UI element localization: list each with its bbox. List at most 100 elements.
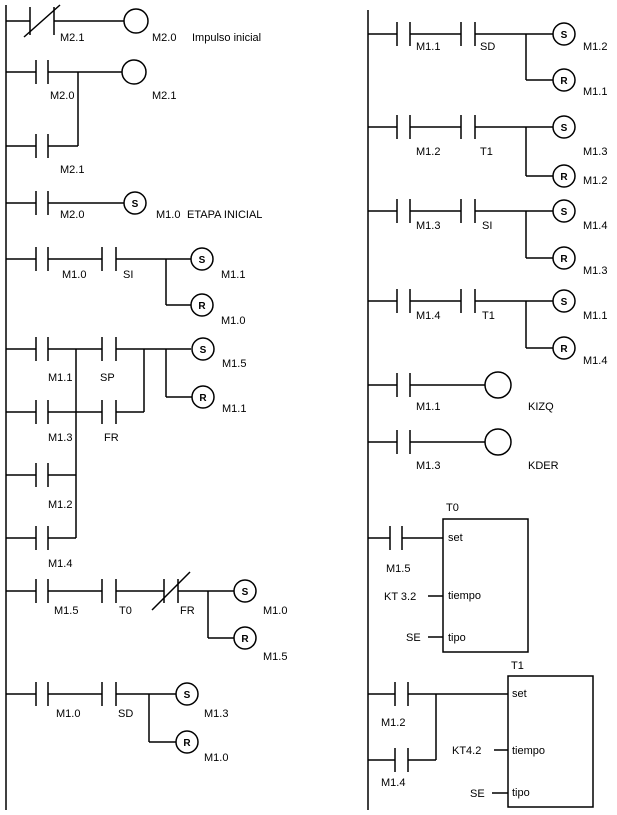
coil-label: M1.0	[221, 315, 245, 327]
coil-letter: S	[199, 255, 206, 266]
coil-letter: S	[184, 690, 191, 701]
contact-label: SI	[482, 220, 492, 232]
coil-letter: S	[561, 123, 568, 134]
rung-right-0: S R M1.1 SD M1.2 M1.1	[368, 22, 607, 98]
contact-label: M1.3	[416, 220, 440, 232]
contact-label: M1.4	[416, 310, 440, 322]
rung-comment: ETAPA INICIAL	[187, 209, 262, 221]
set-coil	[552, 115, 576, 139]
timer-block-t1: T1 M1.2 M1.4 set tiempo tipo KT4.2 SE	[368, 660, 594, 808]
contact-label: FR	[104, 432, 119, 444]
contact-label: SI	[123, 269, 133, 281]
contact-label: M1.1	[48, 372, 72, 384]
timer-set-input: set	[512, 688, 527, 700]
reset-coil	[191, 385, 215, 409]
set-coil	[191, 337, 215, 361]
coil-letter: S	[242, 587, 249, 598]
output-coil	[121, 59, 147, 85]
reset-coil	[552, 164, 576, 188]
coil-letter: S	[561, 207, 568, 218]
coil-letter: S	[200, 345, 207, 356]
set-coil	[190, 247, 214, 271]
coil-label: KDER	[528, 460, 559, 472]
coil-label: M1.4	[583, 355, 607, 367]
contact-label: M1.1	[416, 41, 440, 53]
timer-tipo-input: tipo	[512, 787, 530, 799]
output-coil	[484, 428, 512, 456]
coil-letter: S	[561, 30, 568, 41]
coil-label: M2.1	[152, 90, 176, 102]
contact-label: M1.3	[416, 460, 440, 472]
set-coil	[233, 579, 257, 603]
parallel-contact-label: M2.1	[60, 164, 84, 176]
output-coil	[484, 371, 512, 399]
timer-box	[442, 518, 529, 653]
coil-letter: S	[561, 297, 568, 308]
contact-label: M2.0	[50, 90, 74, 102]
contact-label: SD	[118, 708, 133, 720]
contact-label: SP	[100, 372, 115, 384]
contact-label: M1.4	[48, 558, 72, 570]
contact-label: M2.0	[60, 209, 84, 221]
coil-label: M2.0	[152, 32, 176, 44]
coil-label: M1.0	[263, 605, 287, 617]
contact-label: M1.5	[54, 605, 78, 617]
reset-coil	[175, 730, 199, 754]
rung-right-5: M1.3 KDER	[368, 428, 559, 472]
coil-letter: R	[241, 634, 249, 645]
coil-label: M1.4	[583, 220, 607, 232]
coil-letter: R	[198, 301, 206, 312]
coil-letter: R	[560, 172, 568, 183]
contact-label: T1	[482, 310, 495, 322]
contact-label: M1.5	[386, 563, 410, 575]
rung-left-5: S R M1.5 T0 FR M1.0 M1.5	[6, 571, 287, 663]
set-coil	[123, 191, 147, 215]
set-coil	[552, 289, 576, 313]
coil-letter: R	[183, 738, 191, 749]
coil-label: M1.2	[583, 175, 607, 187]
timer-box	[507, 675, 594, 808]
rung-comment: Impulso inicial	[192, 32, 261, 44]
timer-type-value: SE	[470, 788, 485, 800]
timer-tipo-input: tipo	[448, 632, 466, 644]
rung-right-3: S R M1.4 T1 M1.1 M1.4	[368, 289, 607, 367]
timer-time-value: KT4.2	[452, 745, 481, 757]
coil-label: M1.1	[221, 269, 245, 281]
coil-letter: R	[560, 254, 568, 265]
timer-type-value: SE	[406, 632, 421, 644]
coil-label: M1.0	[204, 752, 228, 764]
coil-label: M1.5	[263, 651, 287, 663]
timer-tiempo-input: tiempo	[512, 745, 545, 757]
rung-left-6: S R M1.0 SD M1.3 M1.0	[6, 682, 228, 764]
contact-label: M1.2	[381, 717, 405, 729]
contact-label: T1	[480, 146, 493, 158]
contact-label: T0	[119, 605, 132, 617]
reset-coil	[552, 68, 576, 92]
contact-label: M1.4	[381, 777, 405, 789]
coil-label: KIZQ	[528, 401, 554, 413]
reset-coil	[233, 626, 257, 650]
set-coil	[175, 682, 199, 706]
contact-label: M1.3	[48, 432, 72, 444]
coil-letter: R	[560, 76, 568, 87]
timer-block-t0: T0 M1.5 set tiempo tipo KT 3.2 SE	[368, 502, 529, 653]
contact-label: M1.0	[56, 708, 80, 720]
output-coil	[123, 8, 149, 34]
rung-left-1: M2.0 M2.1 M2.1	[6, 59, 176, 176]
coil-label: M1.5	[222, 358, 246, 370]
coil-label: M1.3	[583, 265, 607, 277]
contact-label: M1.2	[416, 146, 440, 158]
contact-nc-slash	[23, 4, 61, 38]
coil-label: M1.3	[204, 708, 228, 720]
rung-left-0: M2.1 M2.0 Impulso inicial	[6, 4, 261, 44]
rung-left-2: S M2.0 M1.0 ETAPA INICIAL	[6, 191, 262, 221]
timer-name: T0	[446, 502, 459, 514]
reset-coil	[552, 336, 576, 360]
coil-label: M1.1	[222, 403, 246, 415]
timer-time-value: KT 3.2	[384, 591, 416, 603]
coil-label: M1.0	[156, 209, 180, 221]
coil-letter: S	[132, 199, 139, 210]
contact-label: FR	[180, 605, 195, 617]
contact-label: M2.1	[60, 32, 84, 44]
